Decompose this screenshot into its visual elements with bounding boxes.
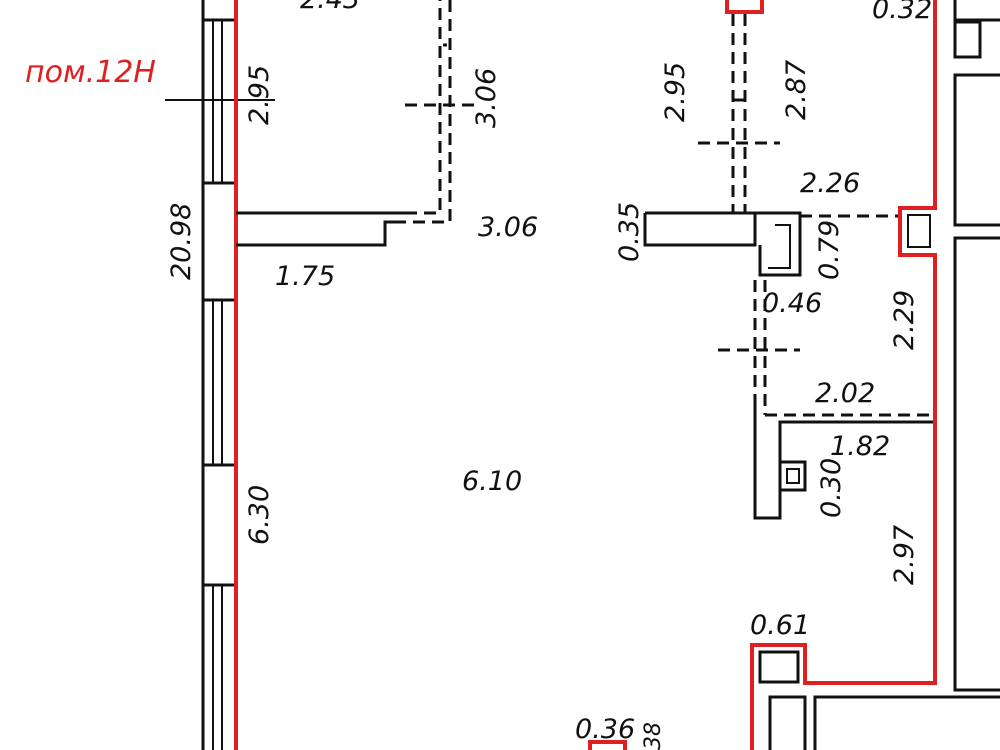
dim-small-column: 0.30 bbox=[816, 458, 847, 518]
dim-stub-width: 0.35 bbox=[614, 202, 645, 262]
dim-partition-length: 1.75 bbox=[275, 261, 335, 292]
adjacent-rooms bbox=[768, 0, 1000, 750]
center-column bbox=[643, 0, 935, 520]
dim-center-column-left: 2.95 bbox=[660, 62, 691, 122]
dim-partition-width: 3.06 bbox=[478, 212, 538, 243]
dim-upper-partition-height: 3.06 bbox=[471, 68, 502, 128]
dim-lower-right-width: 2.02 bbox=[815, 378, 875, 409]
dim-main-room: 6.10 bbox=[462, 466, 522, 497]
dim-small-niche: 0.79 bbox=[814, 220, 845, 280]
upper-partition bbox=[236, 0, 480, 247]
dim-left-window-upper: 2.95 bbox=[244, 65, 275, 125]
room-label: пом.12Н bbox=[25, 55, 156, 90]
dim-bottom-column: 0.61 bbox=[750, 610, 810, 641]
dim-bottom-left-column: 0.36 bbox=[575, 714, 635, 745]
dim-bottom-left-column-cut: 38 bbox=[641, 722, 666, 750]
dim-left-window-lower: 6.30 bbox=[244, 485, 275, 545]
boundary-right bbox=[588, 0, 937, 750]
left-exterior-wall bbox=[165, 0, 275, 750]
dim-niche-width: 0.46 bbox=[762, 288, 822, 319]
dim-lower-right-inner: 1.82 bbox=[830, 431, 890, 462]
dim-total-left: 20.98 bbox=[166, 203, 197, 280]
dim-center-column-right: 2.87 bbox=[781, 60, 812, 120]
dim-right-middle-height: 2.29 bbox=[889, 290, 920, 350]
dim-top-cut: 2.43 bbox=[300, 0, 360, 15]
dim-top-right: 0.32 bbox=[872, 0, 932, 25]
dim-right-lower-height: 2.97 bbox=[889, 525, 920, 585]
bottom-column bbox=[588, 740, 627, 750]
dim-upper-right-width: 2.26 bbox=[800, 168, 860, 199]
